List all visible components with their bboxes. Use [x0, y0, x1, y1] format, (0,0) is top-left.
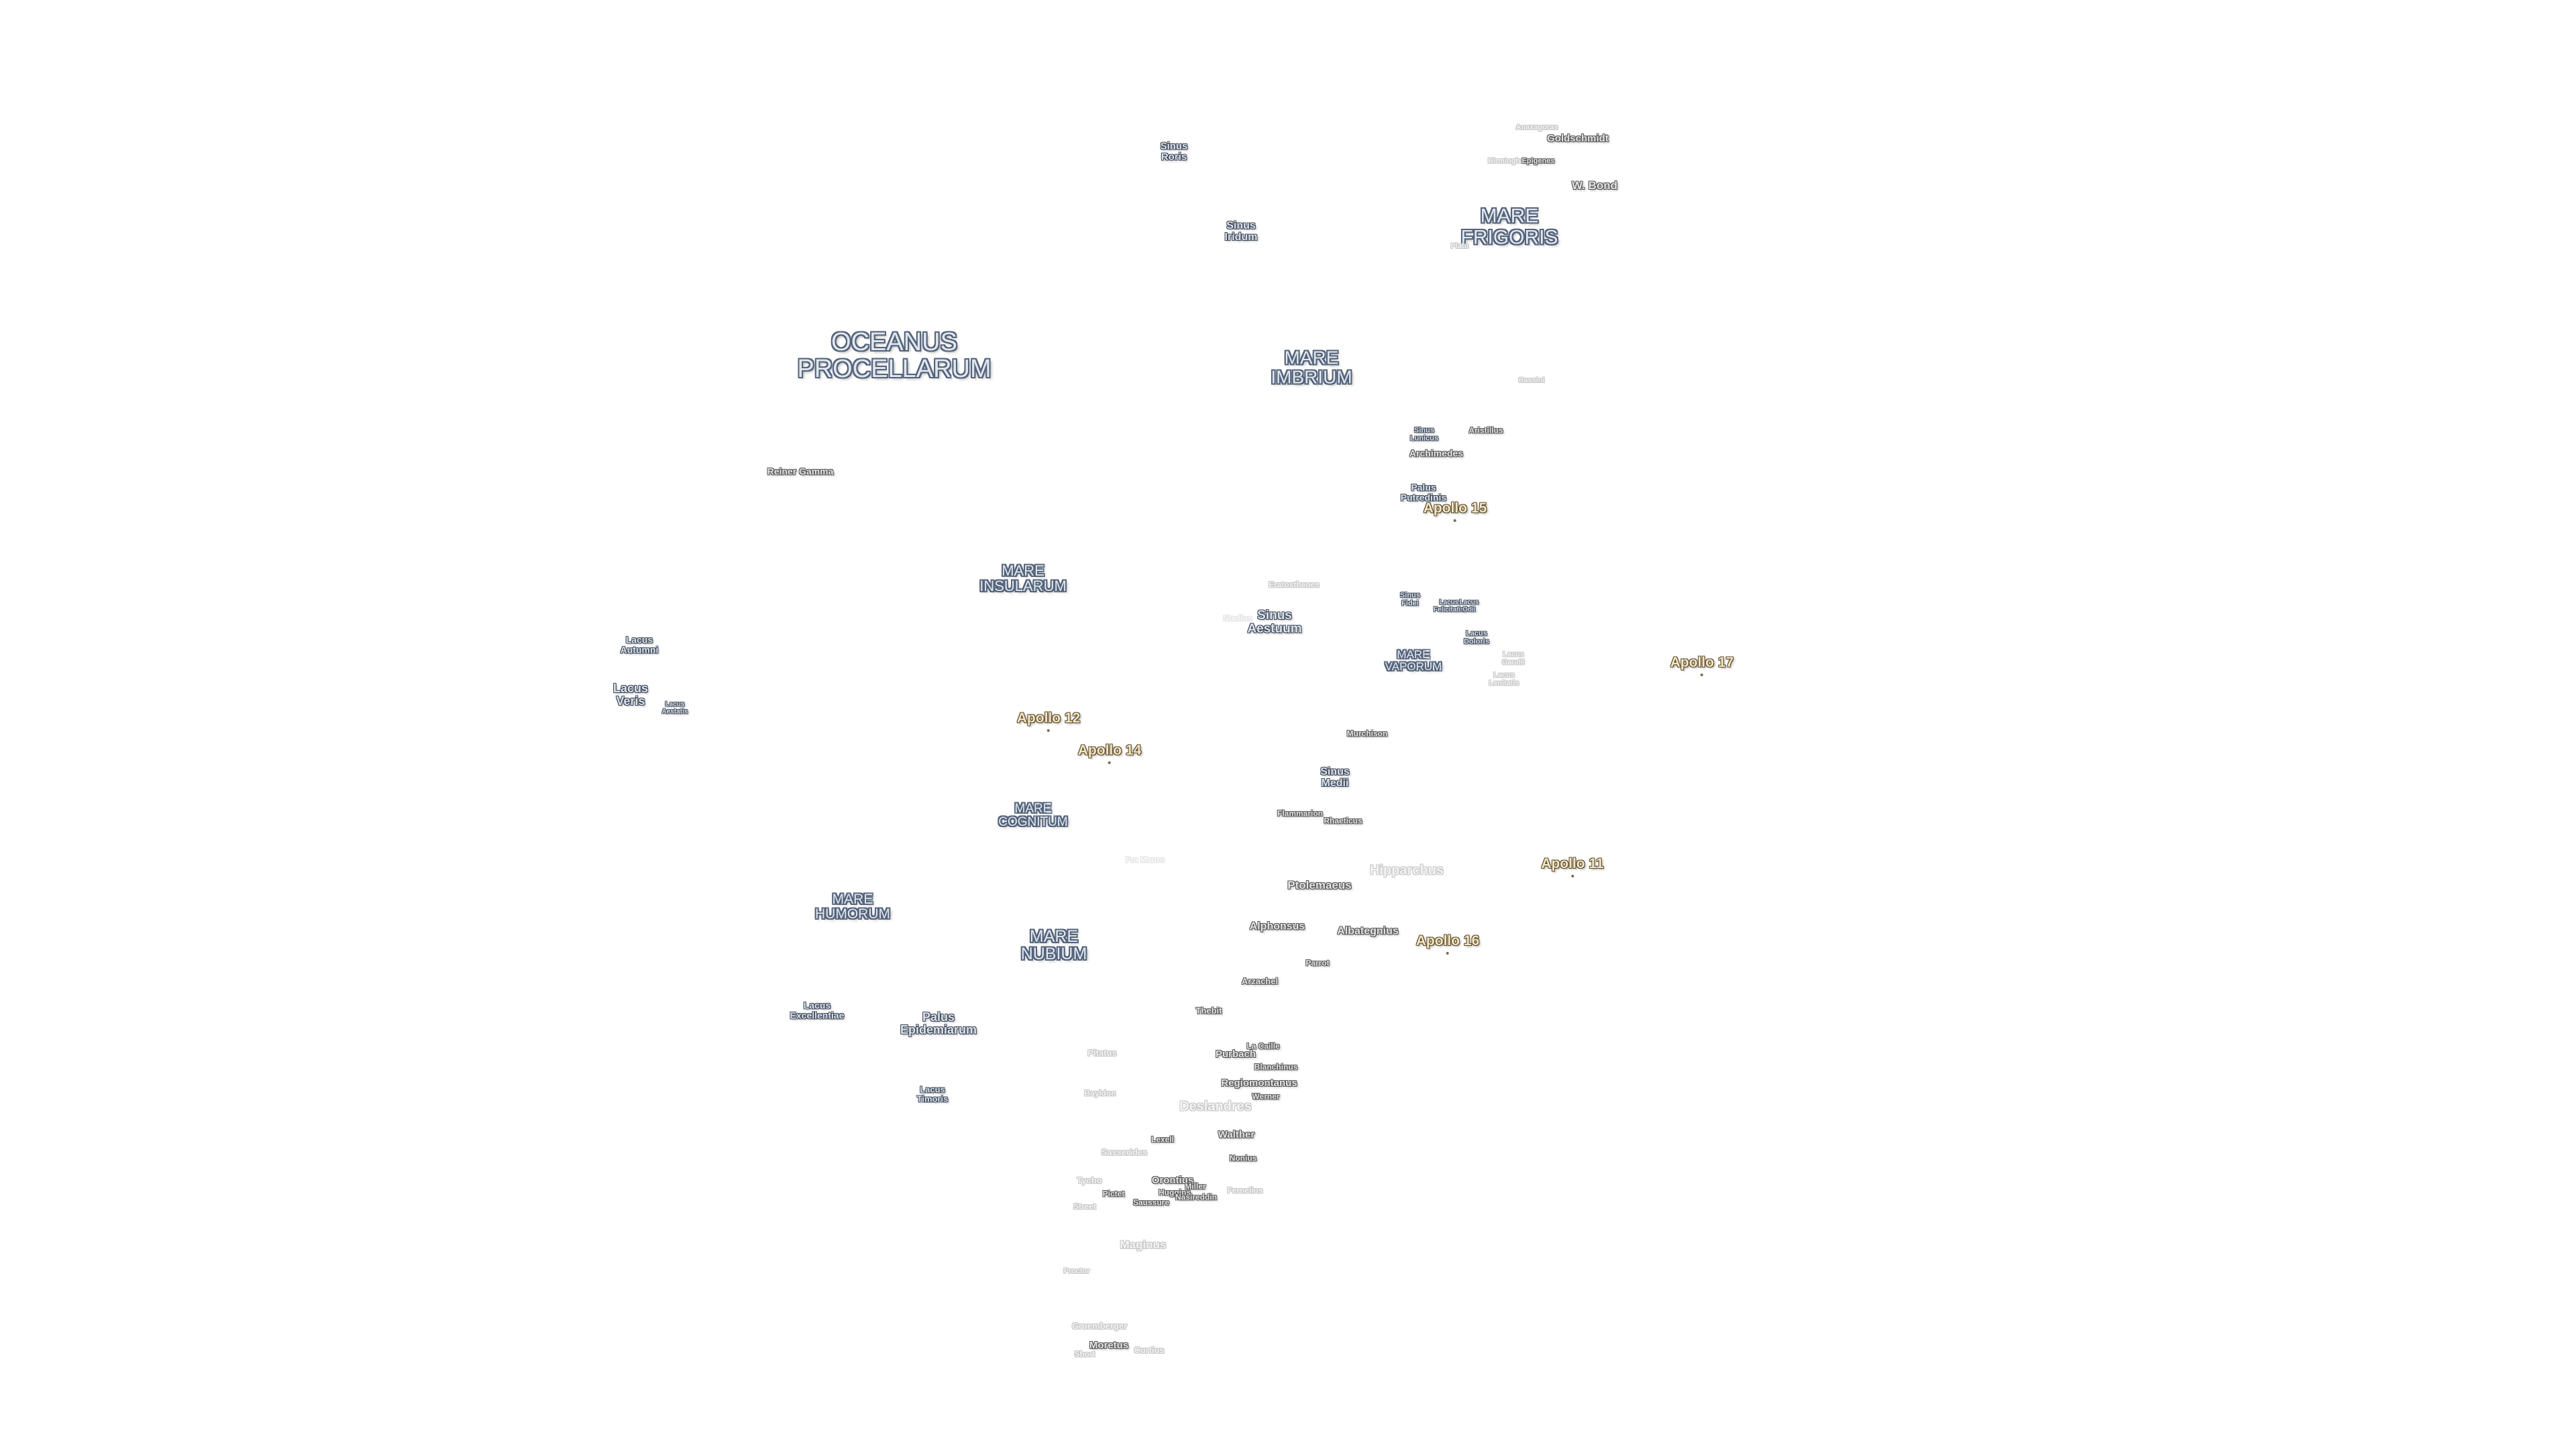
- label-sasserides[interactable]: Sasserides: [1101, 1147, 1148, 1158]
- label-arzachel[interactable]: Arzachel: [1241, 976, 1279, 987]
- label-sinus-medii[interactable]: Sinus Medii: [1320, 766, 1350, 789]
- label-pictet[interactable]: Pictet: [1102, 1189, 1125, 1199]
- label-albategnius[interactable]: Albategnius: [1337, 925, 1399, 937]
- label-apollo-11[interactable]: Apollo 11: [1541, 855, 1604, 878]
- label-curtius[interactable]: Curtius: [1134, 1345, 1165, 1356]
- label-eratosthenes[interactable]: Eratosthenes: [1268, 580, 1320, 590]
- label-orontius[interactable]: Orontius: [1151, 1175, 1194, 1187]
- label-fernelius[interactable]: Fernelius: [1227, 1185, 1263, 1195]
- label-miller[interactable]: Miller: [1185, 1181, 1206, 1191]
- label-mare-imbrium[interactable]: MARE IMBRIUM: [1271, 347, 1352, 388]
- label-parrot[interactable]: Parrot: [1305, 958, 1330, 968]
- label-reiner-gamma[interactable]: Reiner Gamma: [767, 466, 834, 477]
- label-sinus-fidei[interactable]: Sinus Fidei: [1400, 591, 1420, 607]
- label-lacus-doloris[interactable]: Lacus Doloris: [1464, 629, 1489, 645]
- label-pitatus[interactable]: Pitatus: [1087, 1048, 1117, 1059]
- label-nonius[interactable]: Nonius: [1229, 1153, 1257, 1163]
- label-regiomontanus[interactable]: Regiomontanus: [1221, 1077, 1297, 1089]
- label-sinus-roris[interactable]: Sinus Roris: [1160, 140, 1188, 162]
- label-archimedes[interactable]: Archimedes: [1409, 447, 1464, 459]
- label-murchison[interactable]: Murchison: [1346, 729, 1388, 739]
- label-mare-cognitum[interactable]: MARE COGNITUM: [998, 802, 1068, 829]
- label-birmingham[interactable]: Birmingham: [1487, 157, 1532, 166]
- label-palus-putredinis[interactable]: Palus Putredinis: [1400, 482, 1447, 502]
- label-tycho[interactable]: Tycho: [1077, 1175, 1102, 1186]
- label-huggins[interactable]: Huggins: [1159, 1187, 1191, 1197]
- label-moretus[interactable]: Moretus: [1089, 1340, 1129, 1352]
- label-apollo-15[interactable]: Apollo 15: [1423, 500, 1487, 523]
- label-mare-humorum[interactable]: MARE HUMORUM: [815, 891, 890, 922]
- label-lacus-lenitatis[interactable]: Lacus Lenitatis: [1489, 671, 1519, 687]
- label-palus-epidemiarum[interactable]: Palus Epidemiarum: [900, 1010, 977, 1036]
- label-w-bond[interactable]: W. Bond: [1572, 179, 1617, 193]
- label-thebit[interactable]: Thebit: [1195, 1006, 1222, 1016]
- label-lacus-odii[interactable]: Lacus Odii: [1459, 598, 1479, 613]
- label-walther[interactable]: Walther: [1218, 1129, 1255, 1141]
- label-goldschmidt[interactable]: Goldschmidt: [1547, 133, 1609, 145]
- label-ptolemaeus[interactable]: Ptolemaeus: [1287, 879, 1352, 892]
- label-apollo-12[interactable]: Apollo 12: [1016, 710, 1081, 733]
- label-apollo-17[interactable]: Apollo 17: [1670, 654, 1734, 677]
- label-mare-insularum[interactable]: MARE INSULARUM: [979, 561, 1067, 594]
- label-alphonsus[interactable]: Alphonsus: [1249, 920, 1305, 932]
- label-aristillus[interactable]: Aristillus: [1468, 425, 1503, 435]
- label-mare-nubium[interactable]: MARE NUBIUM: [1020, 926, 1087, 963]
- label-lacus-gaudii[interactable]: Lacus Gaudii: [1501, 650, 1525, 666]
- label-nasireddin[interactable]: Nasireddin: [1175, 1192, 1218, 1202]
- label-lacus-timoris[interactable]: Lacus Timoris: [916, 1084, 949, 1104]
- label-apollo-14[interactable]: Apollo 14: [1077, 742, 1142, 765]
- label-sinus-iridum[interactable]: Sinus Iridum: [1224, 220, 1258, 243]
- label-sinus-aestuum[interactable]: Sinus Aestuum: [1247, 608, 1302, 636]
- label-lacus-excellentiae[interactable]: Lacus Excellentiae: [790, 1000, 845, 1020]
- label-lacus-felicitatis[interactable]: Lacus Felicitatis: [1433, 598, 1465, 613]
- label-stadius[interactable]: Stadius: [1223, 613, 1252, 623]
- label-lacus-aestatis[interactable]: Lacus Aestatis: [661, 700, 688, 715]
- label-blanchinus[interactable]: Blanchinus: [1254, 1062, 1298, 1072]
- label-gruemberger[interactable]: Gruemberger: [1071, 1321, 1128, 1332]
- label-deslandres[interactable]: Deslandres: [1179, 1099, 1252, 1114]
- label-street[interactable]: Street: [1073, 1201, 1097, 1212]
- label-apollo-16[interactable]: Apollo 16: [1415, 932, 1480, 955]
- label-epigenes[interactable]: Epigenes: [1521, 157, 1555, 166]
- label-saussure[interactable]: Saussure: [1132, 1197, 1170, 1208]
- label-mare-frigoris[interactable]: MARE FRIGORIS: [1460, 205, 1558, 248]
- label-purbach[interactable]: Purbach: [1215, 1049, 1256, 1061]
- label-lexell[interactable]: Lexell: [1150, 1134, 1175, 1144]
- label-mare-vaporum[interactable]: MARE VAPORUM: [1385, 648, 1442, 673]
- label-plato[interactable]: Plato: [1450, 242, 1469, 251]
- label-lacus-veris[interactable]: Lacus Veris: [612, 682, 649, 708]
- label-sinus-lunicus[interactable]: Sinus Lunicus: [1409, 426, 1439, 442]
- label-flammarion[interactable]: Flammarion: [1277, 808, 1324, 818]
- label-oceanus-procellarum[interactable]: OCEANUS PROCELLARUM: [797, 328, 991, 383]
- label-werner[interactable]: Werner: [1252, 1091, 1280, 1102]
- label-fra-mauro[interactable]: Fra Mauro: [1125, 855, 1165, 865]
- label-la-caille[interactable]: La Caille: [1246, 1041, 1280, 1051]
- label-proctor[interactable]: Proctor: [1063, 1267, 1090, 1276]
- label-short[interactable]: Short: [1074, 1349, 1095, 1359]
- label-hipparchus[interactable]: Hipparchus: [1369, 863, 1444, 878]
- label-bayldon[interactable]: Bayldon: [1084, 1088, 1116, 1098]
- label-cassini[interactable]: Cassini: [1518, 376, 1545, 385]
- label-anaxagoras[interactable]: Anaxagoras: [1515, 123, 1558, 132]
- label-lacus-autumni[interactable]: Lacus Autumni: [620, 634, 659, 655]
- label-maginus[interactable]: Maginus: [1120, 1238, 1167, 1252]
- label-rhaeticus[interactable]: Rhaeticus: [1324, 816, 1362, 826]
